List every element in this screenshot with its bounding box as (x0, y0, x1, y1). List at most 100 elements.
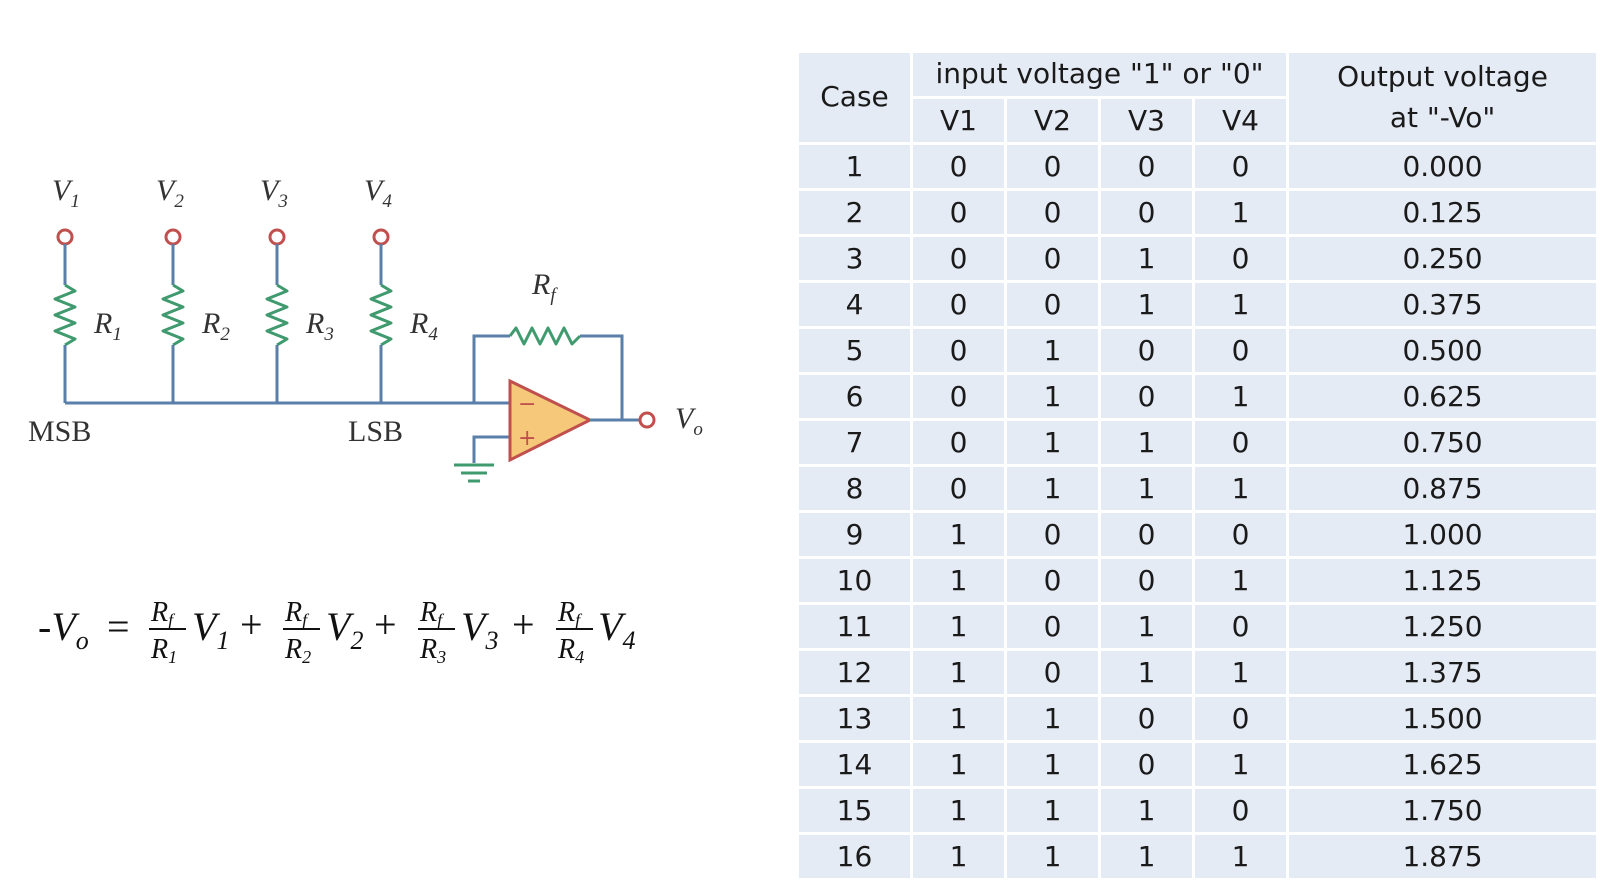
output-cell: 0.750 (1286, 418, 1600, 467)
output-label: Vo (675, 402, 703, 440)
case-cell: 15 (796, 786, 913, 835)
header-case: Case (796, 50, 913, 145)
equation-equals: = (107, 604, 130, 649)
term2-variable: V2 (326, 604, 363, 655)
v1-cell: 1 (910, 694, 1007, 743)
v1-cell: 1 (910, 786, 1007, 835)
v3-cell: 0 (1098, 372, 1195, 421)
v2-cell: 1 (1004, 372, 1101, 421)
v2-cell: 0 (1004, 234, 1101, 283)
output-cell: 0.125 (1286, 188, 1600, 237)
term4-variable: V4 (598, 604, 635, 655)
output-equation: -Vo = Rf R1 V1 + Rf R2 V2 + Rf R3 V3 + R… (38, 597, 635, 667)
op-amp (508, 378, 594, 463)
output-cell: 1.125 (1286, 556, 1600, 605)
case-cell: 6 (796, 372, 913, 421)
v4-cell: 1 (1191, 556, 1290, 605)
v4-cell: 1 (1191, 832, 1290, 881)
case-cell: 11 (796, 602, 913, 651)
resistor-label-r3: R3 (305, 307, 334, 345)
v4-cell: 0 (1191, 510, 1290, 559)
v4-cell: 1 (1191, 740, 1290, 789)
v4-cell: 1 (1191, 648, 1290, 697)
input-label-v4: V4 (364, 174, 392, 212)
header-v2: V2 (1004, 96, 1101, 145)
output-cell: 0.375 (1286, 280, 1600, 329)
v1-cell: 1 (910, 740, 1007, 789)
resistor-r4 (369, 283, 393, 347)
v1-cell: 0 (910, 418, 1007, 467)
v1-cell: 0 (910, 326, 1007, 375)
header-row: Case input voltage "1" or "0" Output vol… (796, 50, 1600, 145)
v3-cell: 0 (1098, 188, 1195, 237)
header-v4: V4 (1191, 96, 1290, 145)
v2-cell: 1 (1004, 418, 1101, 467)
term3-denominator: R3 (419, 634, 446, 667)
term2-numerator: Rf (284, 597, 310, 630)
v4-cell: 1 (1191, 280, 1290, 329)
msb-label: MSB (28, 415, 91, 448)
v3-cell: 1 (1098, 648, 1195, 697)
v1-cell: 0 (910, 372, 1007, 421)
input-label-v1: V1 (52, 174, 80, 212)
output-cell: 1.500 (1286, 694, 1600, 743)
term3-variable: V3 (461, 604, 498, 655)
case-cell: 13 (796, 694, 913, 743)
v4-cell: 0 (1191, 326, 1290, 375)
v3-cell: 1 (1098, 280, 1195, 329)
v4-cell: 0 (1191, 418, 1290, 467)
output-cell: 1.000 (1286, 510, 1600, 559)
input-label-v3: V3 (260, 174, 288, 212)
ground-symbol (454, 463, 494, 483)
v3-cell: 1 (1098, 786, 1195, 835)
header-v1: V1 (910, 96, 1007, 145)
v2-cell: 0 (1004, 602, 1101, 651)
v2-cell: 1 (1004, 694, 1101, 743)
v2-cell: 1 (1004, 326, 1101, 375)
v3-cell: 0 (1098, 142, 1195, 191)
case-cell: 16 (796, 832, 913, 881)
v2-cell: 1 (1004, 832, 1101, 881)
case-cell: 2 (796, 188, 913, 237)
term4-numerator: Rf (557, 597, 583, 630)
case-cell: 8 (796, 464, 913, 513)
v2-cell: 1 (1004, 464, 1101, 513)
dac-circuit-diagram: V1 V2 V3 V4 R1 R2 R3 R4 Rf − + Vo MSB LS… (28, 174, 703, 483)
output-cell: 0.500 (1286, 326, 1600, 375)
resistor-r2 (161, 283, 185, 347)
v1-cell: 0 (910, 464, 1007, 513)
input-terminal-v2 (164, 228, 182, 246)
v3-cell: 1 (1098, 418, 1195, 467)
v3-cell: 1 (1098, 602, 1195, 651)
op-amp-plus: + (518, 426, 536, 451)
output-cell: 1.250 (1286, 602, 1600, 651)
v1-cell: 0 (910, 142, 1007, 191)
v2-cell: 0 (1004, 280, 1101, 329)
v3-cell: 0 (1098, 510, 1195, 559)
case-cell: 3 (796, 234, 913, 283)
v3-cell: 1 (1098, 234, 1195, 283)
v2-cell: 0 (1004, 142, 1101, 191)
resistor-label-r4: R4 (409, 307, 438, 345)
v1-cell: 1 (910, 556, 1007, 605)
feedback-resistor (508, 326, 582, 346)
term2-denominator: R2 (284, 634, 311, 667)
v4-cell: 0 (1191, 786, 1290, 835)
v2-cell: 0 (1004, 510, 1101, 559)
input-terminal-v4 (372, 228, 390, 246)
v2-cell: 0 (1004, 556, 1101, 605)
term1-variable: V1 (192, 604, 229, 655)
output-cell: 1.875 (1286, 832, 1600, 881)
case-cell: 10 (796, 556, 913, 605)
